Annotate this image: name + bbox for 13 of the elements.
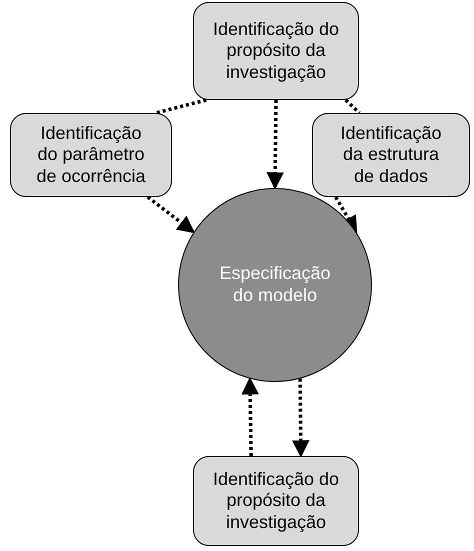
- process-box: [193, 2, 359, 100]
- arrow: [146, 196, 196, 234]
- node-label: Especificação do modelo: [219, 263, 331, 307]
- node-label: Identificação do propósito da investigação: [212, 468, 340, 534]
- process-box: [10, 113, 172, 197]
- node-label: Identificação do parâmetro de ocorrência: [35, 122, 147, 188]
- arrow: [241, 376, 259, 456]
- process-box: [312, 113, 470, 197]
- node-label: Identificação do propósito da investigação: [212, 18, 340, 84]
- arrow: [292, 378, 310, 458]
- process-box: [193, 456, 359, 546]
- node-label: Identificação da estrutura de dados: [339, 122, 443, 188]
- arrow: [266, 100, 284, 190]
